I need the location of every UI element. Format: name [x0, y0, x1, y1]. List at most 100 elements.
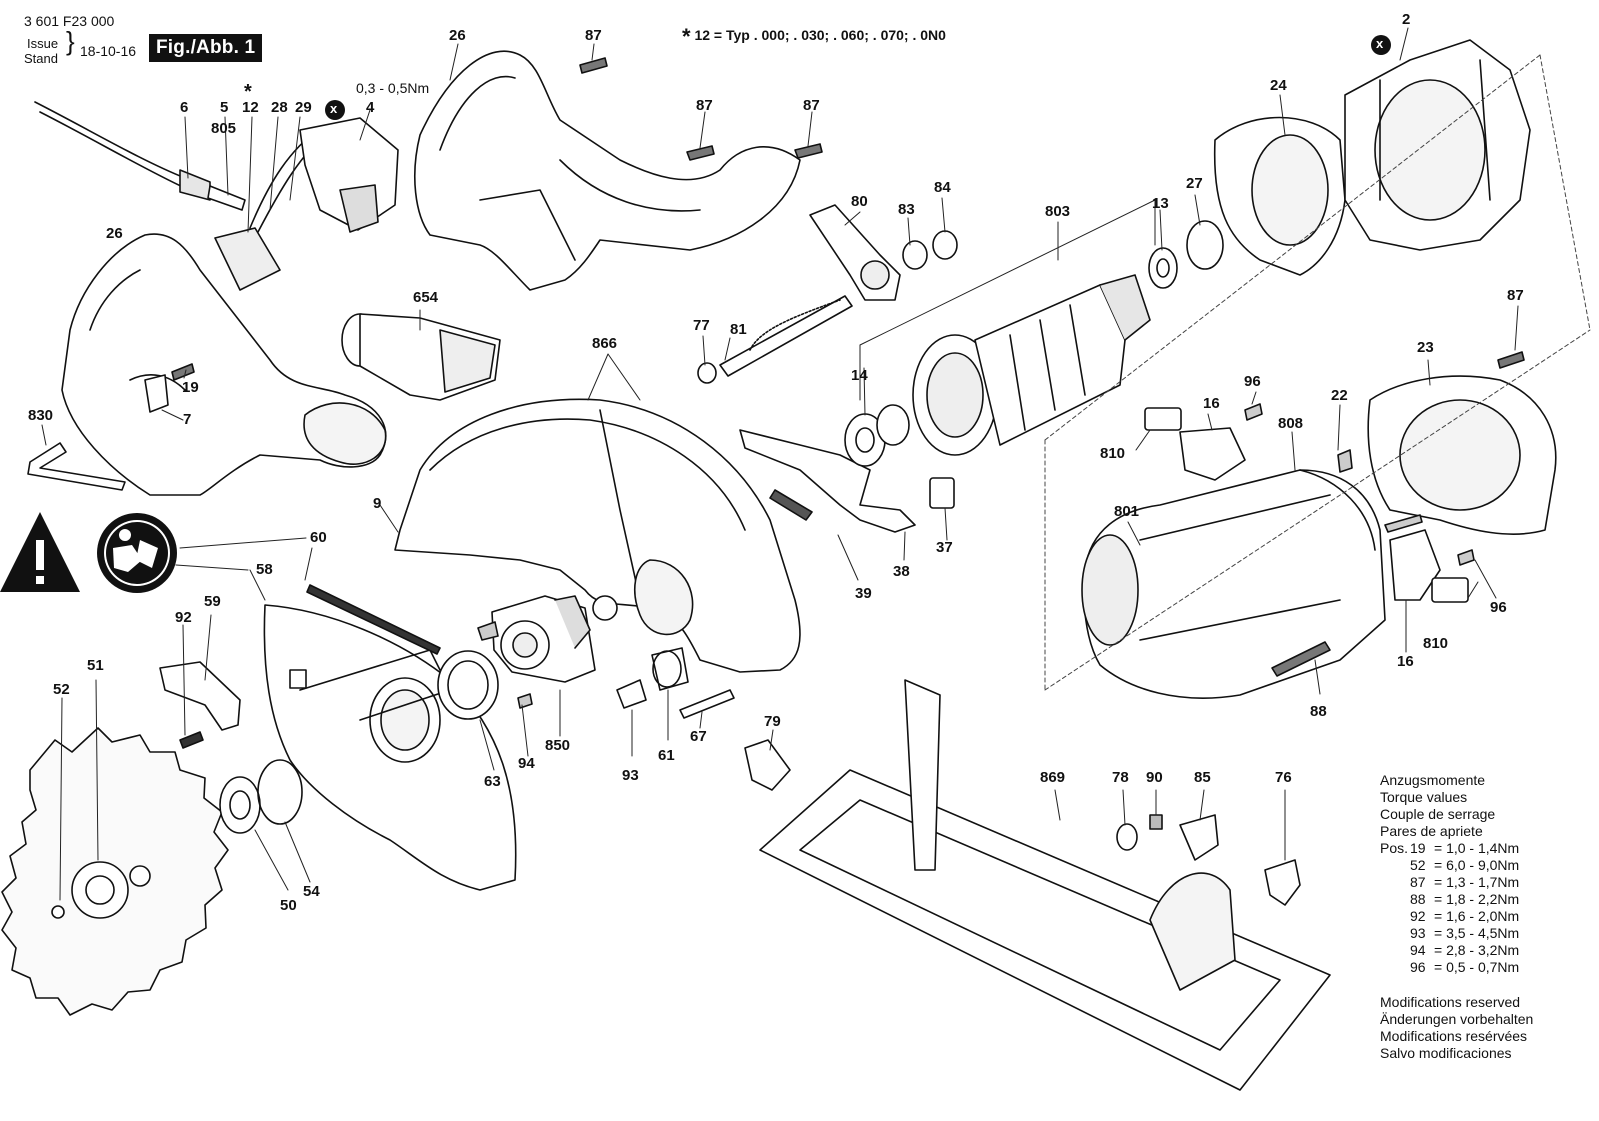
label-87-d: 87 [1507, 287, 1524, 304]
nut-84 [932, 230, 958, 260]
label-9: 9 [373, 495, 382, 512]
label-7: 7 [183, 411, 192, 428]
x-mark-text-b: x [1376, 36, 1384, 51]
label-801: 801 [1114, 503, 1140, 520]
torque-row: Pos. 19 = 1,0 - 1,4Nm [1380, 840, 1519, 857]
motor-housing [1081, 469, 1386, 699]
torque-row: 52 = 6,0 - 9,0Nm [1380, 857, 1519, 874]
knob-79 [744, 739, 791, 791]
knob-85 [1179, 814, 1219, 861]
brush-holder-16-bottom [1389, 529, 1441, 601]
label-6: 6 [180, 99, 189, 116]
issue-label: Issue [27, 36, 59, 51]
label-67: 67 [690, 728, 707, 745]
label-90: 90 [1146, 769, 1163, 786]
label-78: 78 [1112, 769, 1129, 786]
label-58: 58 [256, 561, 273, 578]
label-808: 808 [1278, 415, 1304, 432]
torque-row: 88 = 1,8 - 2,2Nm [1380, 891, 1519, 908]
torque-value: = 0,5 - 0,7Nm [1434, 959, 1520, 975]
lower-guard [263, 604, 517, 891]
x-mark-icon [1371, 35, 1391, 55]
torque-row: 93 = 3,5 - 4,5Nm [1380, 925, 1519, 942]
pos-label: Pos. [1380, 840, 1409, 856]
screw-93 [616, 679, 647, 709]
screw-88 [1271, 641, 1331, 677]
x-mark-text-a: x [330, 101, 338, 116]
label-38: 38 [893, 563, 910, 580]
screw-87-b [686, 145, 715, 161]
brush-holder-16-top [1179, 427, 1246, 481]
label-19: 19 [182, 379, 199, 396]
torque-value: = 1,0 - 1,4Nm [1434, 840, 1520, 856]
ring-27 [1186, 220, 1224, 270]
read-manual-icon [97, 513, 177, 593]
label-2: 2 [1402, 11, 1411, 28]
label-87-a: 87 [585, 27, 602, 44]
label-850: 850 [545, 737, 571, 754]
washer-77 [697, 362, 717, 384]
gear-housing-850 [491, 595, 596, 683]
torque-title: Torque values [1380, 789, 1468, 805]
label-869: 869 [1040, 769, 1066, 786]
torque-row: 96 = 0,5 - 0,7Nm [1380, 959, 1519, 976]
angle-guide [904, 679, 941, 871]
torque-title: Anzugsmomente [1380, 772, 1486, 788]
label-76: 76 [1275, 769, 1292, 786]
torque-value: = 3,5 - 4,5Nm [1434, 925, 1520, 941]
label-39: 39 [855, 585, 872, 602]
label-866: 866 [592, 335, 618, 352]
spring-83 [902, 240, 928, 270]
label-4: 4 [366, 99, 375, 116]
label-61: 61 [658, 747, 675, 764]
label-81: 81 [730, 321, 747, 338]
torque-value: = 1,8 - 2,2Nm [1434, 891, 1520, 907]
torque-pos: 19 [1410, 840, 1426, 856]
warning-triangle-icon [0, 512, 80, 592]
saw-blade [1, 727, 229, 1016]
label-26-upper: 26 [449, 27, 466, 44]
label-88: 88 [1310, 703, 1327, 720]
blade-guard [394, 398, 801, 673]
torque-row: 94 = 2,8 - 3,2Nm [1380, 942, 1519, 959]
ring-54 [257, 759, 303, 825]
label-87-c: 87 [803, 97, 820, 114]
rod-81 [719, 295, 853, 377]
switch-part [214, 117, 399, 291]
power-cord [34, 101, 246, 211]
handle-housing-left [61, 233, 387, 496]
label-96-top: 96 [1244, 373, 1261, 390]
brush-810-bottom [1431, 577, 1469, 603]
label-5: 5 [220, 99, 229, 116]
knob-76 [1264, 859, 1301, 906]
bearing-small [592, 595, 618, 621]
label-60: 60 [310, 529, 327, 546]
screw-92 [179, 731, 204, 749]
label-12: 12 [242, 99, 259, 116]
armature-803 [912, 274, 1151, 456]
label-63: 63 [484, 773, 501, 790]
label-80: 80 [851, 193, 868, 210]
label-23: 23 [1417, 339, 1434, 356]
torque-title: Couple de serrage [1380, 806, 1496, 822]
typ-note: * 12 = Typ . 000; . 030; . 060; . 070; .… [682, 24, 946, 50]
star-mark: * [244, 81, 252, 103]
label-16-top: 16 [1203, 395, 1220, 412]
bracket-38 [739, 429, 916, 533]
label-92: 92 [175, 609, 192, 626]
spring-rod [306, 584, 441, 655]
lever-59 [159, 661, 241, 731]
screw-78 [1116, 823, 1138, 851]
label-37: 37 [936, 539, 953, 556]
label-810-bottom: 810 [1423, 635, 1449, 652]
label-27: 27 [1186, 175, 1203, 192]
label-52: 52 [53, 681, 70, 698]
torque-pos: 92 [1410, 908, 1426, 924]
handle-housing-upper [414, 50, 801, 291]
base-plate-869 [759, 679, 1331, 1091]
label-77: 77 [693, 317, 710, 334]
label-13: 13 [1152, 195, 1169, 212]
torque-pos: 87 [1410, 874, 1426, 890]
torque-row: 92 = 1,6 - 2,0Nm [1380, 908, 1519, 925]
